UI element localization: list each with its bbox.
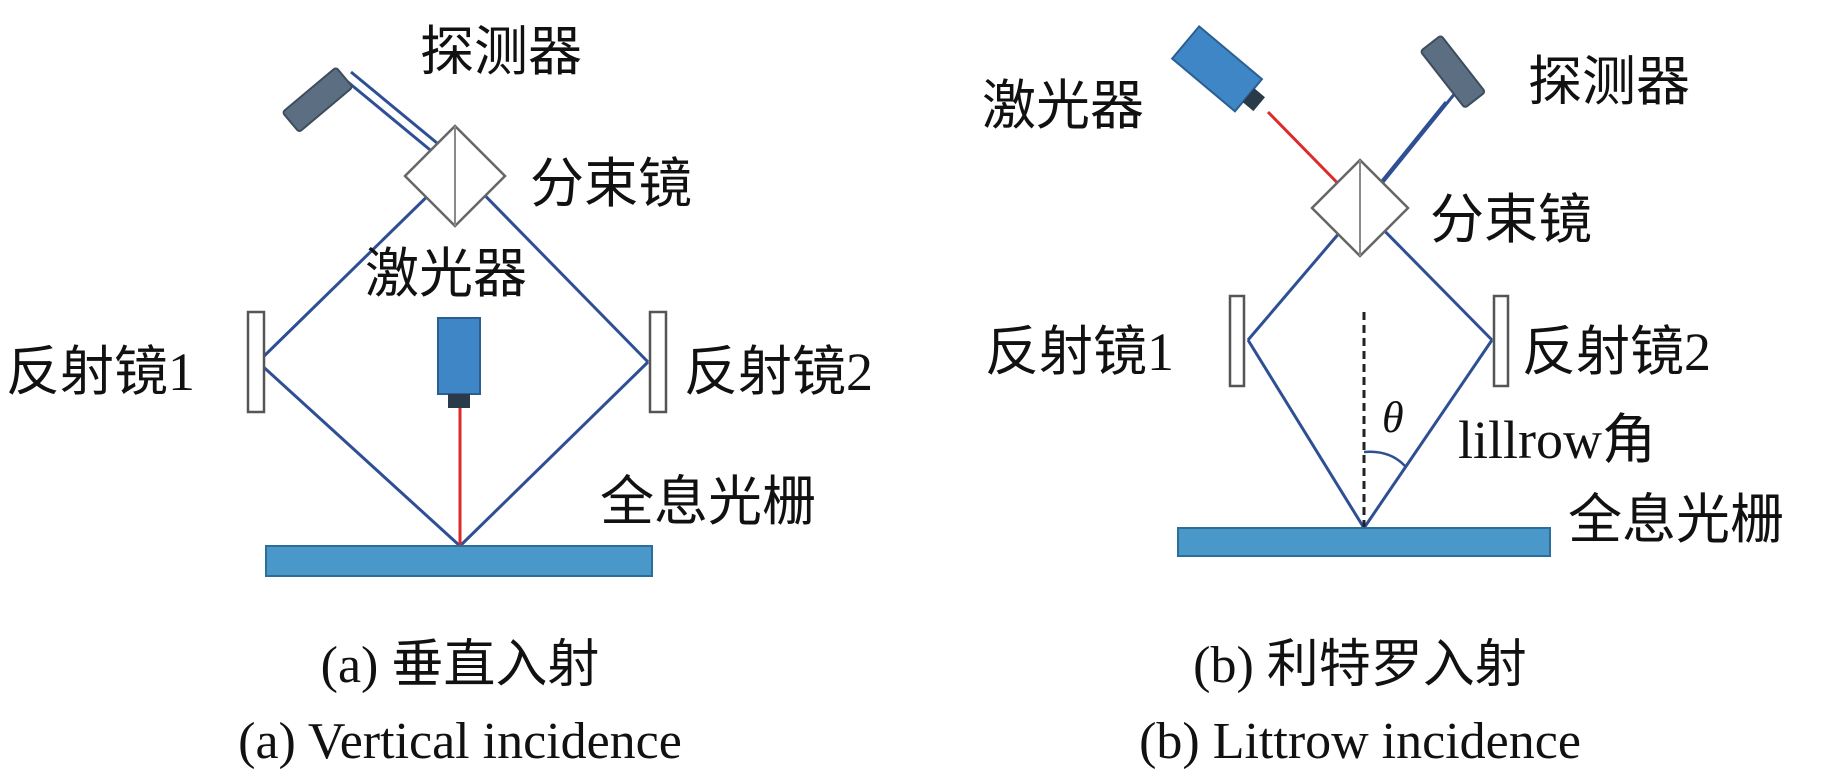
beam-mirror1-to-grating — [256, 360, 462, 548]
mirror-2-b — [1492, 294, 1510, 388]
mirror-1-a — [246, 310, 266, 414]
label-beam-splitter-a: 分束镜 — [530, 154, 692, 214]
mirror-2-a — [648, 310, 668, 414]
beam-splitter-b-icon — [1310, 158, 1410, 258]
panel-b: 激光器 探测器 分束镜 反射镜1 反射镜2 θ lillrow角 全息光栅 (b… — [982, 24, 1784, 770]
detector-a-icon — [282, 67, 353, 132]
detector-b-icon — [1420, 35, 1486, 108]
panel-a: 探测器 分束镜 激光器 反射镜1 反射镜2 全息光栅 (a) 垂直入射 (a) … — [6, 22, 873, 770]
label-laser-b: 激光器 — [982, 76, 1144, 136]
beam-mirror2-to-grating — [458, 360, 650, 548]
beam-splitter-to-mirror2 — [456, 166, 650, 364]
caption-b-en: (b) Littrow incidence — [1139, 713, 1581, 770]
label-angle-name: lillrow角 — [1458, 410, 1656, 470]
label-mirror-1-a: 反射镜1 — [6, 342, 195, 402]
label-grating-a: 全息光栅 — [600, 472, 816, 532]
label-theta: θ — [1382, 393, 1404, 442]
grating-a — [265, 545, 653, 577]
beam-mirror1-to-grating-b — [1246, 339, 1366, 529]
label-grating-b: 全息光栅 — [1568, 490, 1784, 550]
label-detector-b: 探测器 — [1528, 52, 1690, 112]
panel-a-beams — [256, 70, 650, 548]
theta-arc — [1363, 450, 1406, 467]
laser-a-icon — [437, 317, 481, 408]
caption-b-cn: (b) 利特罗入射 — [1193, 637, 1527, 694]
beam-mirror2-to-grating-b — [1362, 339, 1494, 529]
caption-a-en: (a) Vertical incidence — [238, 713, 682, 770]
laser-b-icon — [1170, 24, 1265, 113]
label-beam-splitter-b: 分束镜 — [1430, 190, 1592, 250]
beam-splitter-a-icon — [403, 124, 507, 228]
caption-a-cn: (a) 垂直入射 — [321, 637, 600, 694]
panel-b-beams — [1246, 91, 1494, 529]
label-mirror-1-b: 反射镜1 — [985, 322, 1174, 382]
beam-splitter-to-mirror1-b — [1246, 217, 1354, 341]
mirror-1-b — [1228, 294, 1246, 388]
label-mirror-2-a: 反射镜2 — [684, 342, 873, 402]
label-detector-a: 探测器 — [420, 22, 582, 82]
label-laser-a: 激光器 — [365, 244, 527, 304]
label-mirror-2-b: 反射镜2 — [1522, 322, 1711, 382]
grating-b — [1177, 527, 1551, 557]
beam-splitter-to-mirror1 — [256, 178, 446, 364]
